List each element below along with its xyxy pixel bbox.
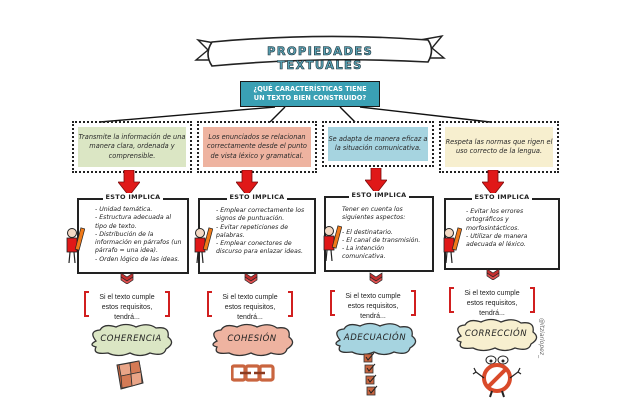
requisitos-line-1: Si el texto cumple <box>345 293 401 300</box>
description-box-adecuacion: Se adapta de manera eficaz a la situació… <box>322 121 434 167</box>
connector-line-1 <box>99 106 276 123</box>
implica-list: - Unidad temática. - Estructura adecuada… <box>91 206 183 264</box>
implica-item: - Evitar repeticiones de palabras. <box>216 223 289 239</box>
property-label: COHERENCIA <box>100 334 162 344</box>
implica-item: Tener en cuenta los siguientes aspectos: <box>342 206 406 222</box>
implica-item: - Emplear correctamente los signos de pu… <box>216 207 305 223</box>
implica-list: Tener en cuenta los siguientes aspectos:… <box>342 206 429 262</box>
implica-list: - Evitar los errores ortográficos y morf… <box>466 208 554 249</box>
implica-item: - Orden lógico de las ideas. <box>95 255 180 263</box>
requisitos-bracket: Si el texto cumple estos requisitos, tend… <box>330 290 416 320</box>
implica-box-correccion: ESTO IMPLICA - Evitar los errores ortogr… <box>444 193 560 270</box>
child-with-pencil-icon <box>323 225 342 262</box>
requisitos-line-2: estos requisitos, tendrá... <box>101 304 153 321</box>
checklist-icon <box>363 352 378 396</box>
question-box: ¿QUÉ CARACTERÍSTICAS TIENE UN TEXTO BIEN… <box>240 81 380 107</box>
description-box-cohesion: Los enunciados se relacionan correctamen… <box>197 121 317 173</box>
cloud-adecuacion: ADECUACIÓN <box>330 322 420 356</box>
requisitos-bracket: Si el texto cumple estos requisitos, tend… <box>84 291 170 321</box>
author-watermark: @itziarlopez_ <box>538 318 545 358</box>
connector-line-3 <box>339 106 356 123</box>
description-text: Transmite la información de una manera c… <box>78 127 186 167</box>
implica-heading: ESTO IMPLICA <box>471 193 533 201</box>
child-with-pencil-icon <box>443 227 462 264</box>
description-box-coherencia: Transmite la información de una manera c… <box>72 121 192 173</box>
child-with-pencil-icon <box>66 227 85 264</box>
requisitos-line-2: estos requisitos, tendrá... <box>466 300 518 317</box>
implica-heading: ESTO IMPLICA <box>226 193 288 201</box>
down-arrow-icon <box>482 170 504 196</box>
requisitos-line-2: estos requisitos, tendrá... <box>347 303 399 320</box>
requisitos-line-1: Si el texto cumple <box>222 294 278 301</box>
double-chevron-down-icon <box>486 268 500 280</box>
implica-item: - Estructura adecuada al tipo de texto. <box>95 214 172 230</box>
description-text: Los enunciados se relacionan correctamen… <box>203 127 311 167</box>
down-arrow-icon <box>118 170 140 196</box>
implica-box-cohesion: ESTO IMPLICA - Emplear correctamente los… <box>198 193 316 274</box>
requisitos-line-1: Si el texto cumple <box>464 290 520 297</box>
implica-heading: ESTO IMPLICA <box>348 191 410 199</box>
implica-item: - La intención comunicativa. <box>342 245 386 261</box>
implica-item: - Utilizar de manera adecuada el léxico. <box>466 232 528 249</box>
double-chevron-down-icon <box>244 272 258 284</box>
requisitos-bracket: Si el texto cumple estos requisitos, tend… <box>207 291 293 321</box>
requisitos-line-2: estos requisitos, tendrá... <box>224 304 276 321</box>
question-line-1: ¿QUÉ CARACTERÍSTICAS TIENE <box>253 85 367 93</box>
double-chevron-down-icon <box>369 272 383 284</box>
implica-item: - Evitar los errores ortográficos y morf… <box>466 208 524 232</box>
implica-item: - El destinatario. <box>342 228 393 236</box>
prohibited-sign-icon <box>472 355 522 398</box>
cloud-correccion: CORRECCIÓN <box>451 318 541 352</box>
implica-list: - Emplear correctamente los signos de pu… <box>216 207 311 257</box>
cloud-coherencia: COHERENCIA <box>86 323 176 357</box>
title-ribbon <box>194 34 446 67</box>
chain-icon <box>231 364 275 382</box>
down-arrow-icon <box>236 170 258 196</box>
description-box-correccion: Respeta las normas que rigen el uso corr… <box>439 121 559 173</box>
page-title: PROPIEDADES TEXTUALES <box>266 44 374 73</box>
implica-box-coherencia: ESTO IMPLICA - Unidad temática. - Estruc… <box>77 193 189 274</box>
implica-box-adecuacion: ESTO IMPLICA Tener en cuenta los siguien… <box>324 191 434 272</box>
puzzle-icon <box>116 360 144 390</box>
description-text: Se adapta de manera eficaz a la situació… <box>328 127 428 161</box>
implica-item: - Distribución de la información en párr… <box>95 230 182 255</box>
property-label: COHESIÓN <box>227 334 277 344</box>
down-arrow-icon <box>365 168 387 194</box>
requisitos-bracket: Si el texto cumple estos requisitos, tend… <box>449 287 535 317</box>
connector-line-4 <box>359 106 491 123</box>
child-with-pencil-icon <box>194 227 213 264</box>
cloud-cohesion: COHESIÓN <box>207 323 297 357</box>
implica-item: - Unidad temática. <box>95 206 153 213</box>
implica-item: - El canal de transmisión. <box>342 236 421 244</box>
question-line-2: UN TEXTO BIEN CONSTRUIDO? <box>253 94 367 102</box>
implica-item: - Emplear conectores de discurso para en… <box>216 240 303 256</box>
requisitos-line-1: Si el texto cumple <box>99 294 155 301</box>
description-text: Respeta las normas que rigen el uso corr… <box>445 127 553 167</box>
connector-line-2 <box>269 106 286 123</box>
implica-heading: ESTO IMPLICA <box>102 193 164 201</box>
double-chevron-down-icon <box>120 272 134 284</box>
property-label: CORRECCIÓN <box>464 329 528 339</box>
property-label: ADECUACIÓN <box>343 333 407 343</box>
